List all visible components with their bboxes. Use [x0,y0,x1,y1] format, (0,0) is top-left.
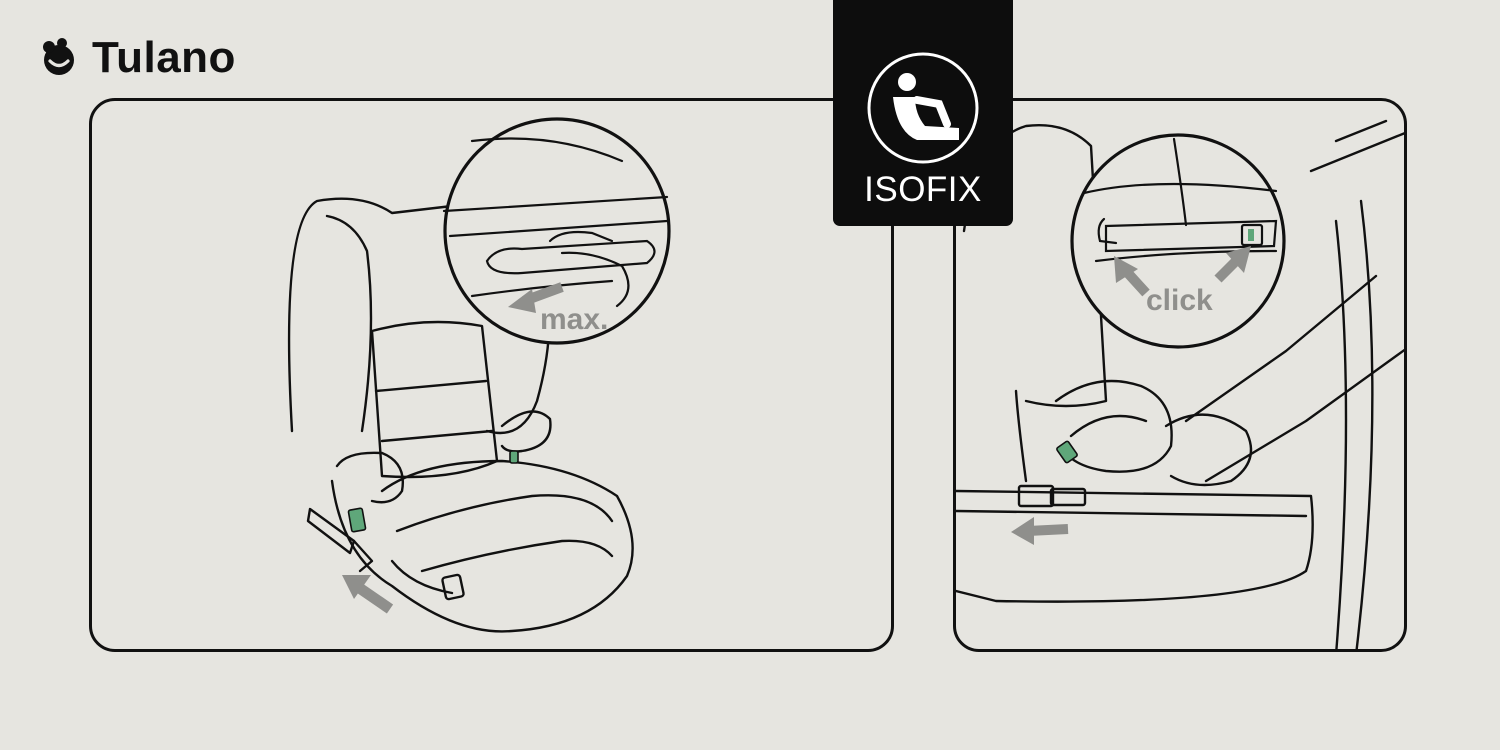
child-in-seat-icon [867,52,979,164]
green-marker-left [347,507,367,533]
slide-arrow-icon [1011,517,1069,545]
click-arrow-right-icon [1214,246,1251,283]
brand-name: Tulano [92,33,236,82]
installation-illustration [956,119,1404,649]
green-indicator-anchor [1248,229,1254,241]
panel-right: click [953,98,1407,652]
click-arrow-left-icon [1114,256,1150,297]
panel-left: max. [89,98,894,652]
smiling-face-logo-icon [43,38,74,75]
booster-seat-illustration [287,117,671,633]
zoom-detail-circle [442,117,671,345]
green-marker-armrest [509,450,519,464]
pull-arrow-icon [508,282,564,313]
zoom-detail-circle-right [1070,133,1286,349]
green-marker-booster [1056,440,1078,464]
isofix-badge: ISOFIX [833,0,1013,226]
isofix-label: ISOFIX [864,170,982,209]
callout-max: max. [540,303,609,336]
callout-click: click [1146,284,1213,317]
brand: Tulano [38,36,236,80]
push-arrow-icon [342,575,394,614]
